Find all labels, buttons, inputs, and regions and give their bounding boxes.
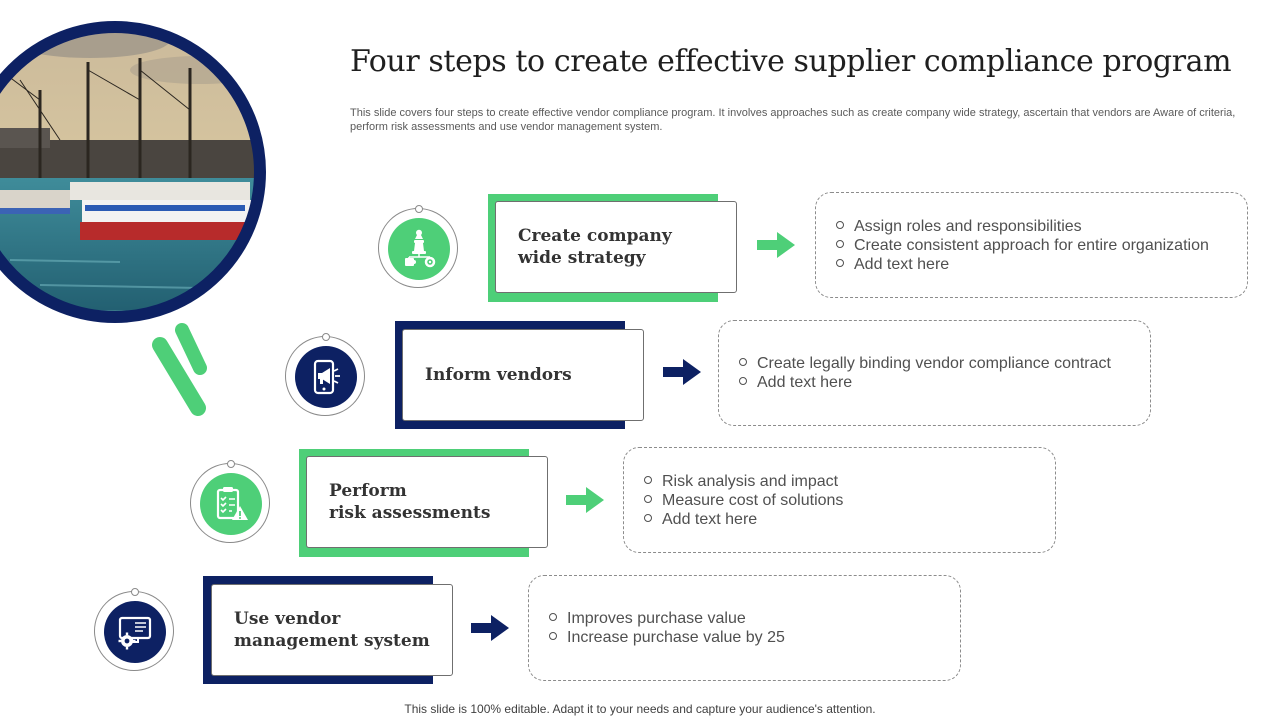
step-3-arrow-icon — [566, 487, 604, 513]
step-4-detail-item: Improves purchase value — [549, 609, 785, 628]
step-4-arrow-icon — [471, 615, 509, 641]
page-title: Four steps to create effective supplier … — [350, 44, 1232, 79]
step-3-detail-item: Risk analysis and impact — [644, 472, 843, 491]
step-4-icon-ring — [94, 588, 174, 671]
page-subtitle: This slide covers four steps to create e… — [350, 107, 1236, 133]
step-4-title: Use vendor management system — [234, 609, 430, 651]
step-2-title: Inform vendors — [425, 365, 572, 385]
clipboard-warning-icon — [216, 487, 248, 520]
step-4-title-box: Use vendor management system — [211, 584, 453, 676]
strategy-chess-puzzle-icon — [405, 229, 436, 268]
step-3-title: Perform risk assessments — [329, 481, 491, 523]
monitor-gear-icon — [118, 616, 152, 650]
step-3-icon-ring — [190, 460, 270, 543]
step-4-details: Improves purchase value Increase purchas… — [528, 575, 961, 681]
magnifier-rim — [0, 21, 266, 323]
step-3-detail-item: Measure cost of solutions — [644, 491, 843, 510]
step-1-title: Create company wide strategy — [518, 226, 672, 268]
step-2-details: Create legally binding vendor compliance… — [718, 320, 1151, 426]
step-1-detail-item: Add text here — [836, 255, 1209, 274]
step-2-detail-item: Create legally binding vendor compliance… — [739, 354, 1111, 373]
mobile-megaphone-icon — [313, 359, 340, 395]
step-2-arrow-icon — [663, 359, 701, 385]
step-2-icon-ring — [285, 333, 365, 416]
step-3-detail-item: Add text here — [644, 510, 843, 529]
step-1-details: Assign roles and responsibilities Create… — [815, 192, 1248, 298]
step-3-title-box: Perform risk assessments — [306, 456, 548, 548]
magnifier-graphic — [0, 21, 266, 416]
step-1-detail-item: Assign roles and responsibilities — [836, 217, 1209, 236]
step-2-title-box: Inform vendors — [402, 329, 644, 421]
step-1-detail-item: Create consistent approach for entire or… — [836, 236, 1209, 255]
footer-note: This slide is 100% editable. Adapt it to… — [404, 702, 876, 716]
magnifier-harbor-image — [0, 0, 290, 430]
step-1-icon-ring — [378, 205, 458, 288]
step-1-title-box: Create company wide strategy — [495, 201, 737, 293]
step-3-details: Risk analysis and impact Measure cost of… — [623, 447, 1056, 553]
step-2-detail-item: Add text here — [739, 373, 1111, 392]
step-4-detail-item: Increase purchase value by 25 — [549, 628, 785, 647]
magnifier-handle — [152, 337, 206, 416]
step-1-arrow-icon — [757, 232, 795, 258]
